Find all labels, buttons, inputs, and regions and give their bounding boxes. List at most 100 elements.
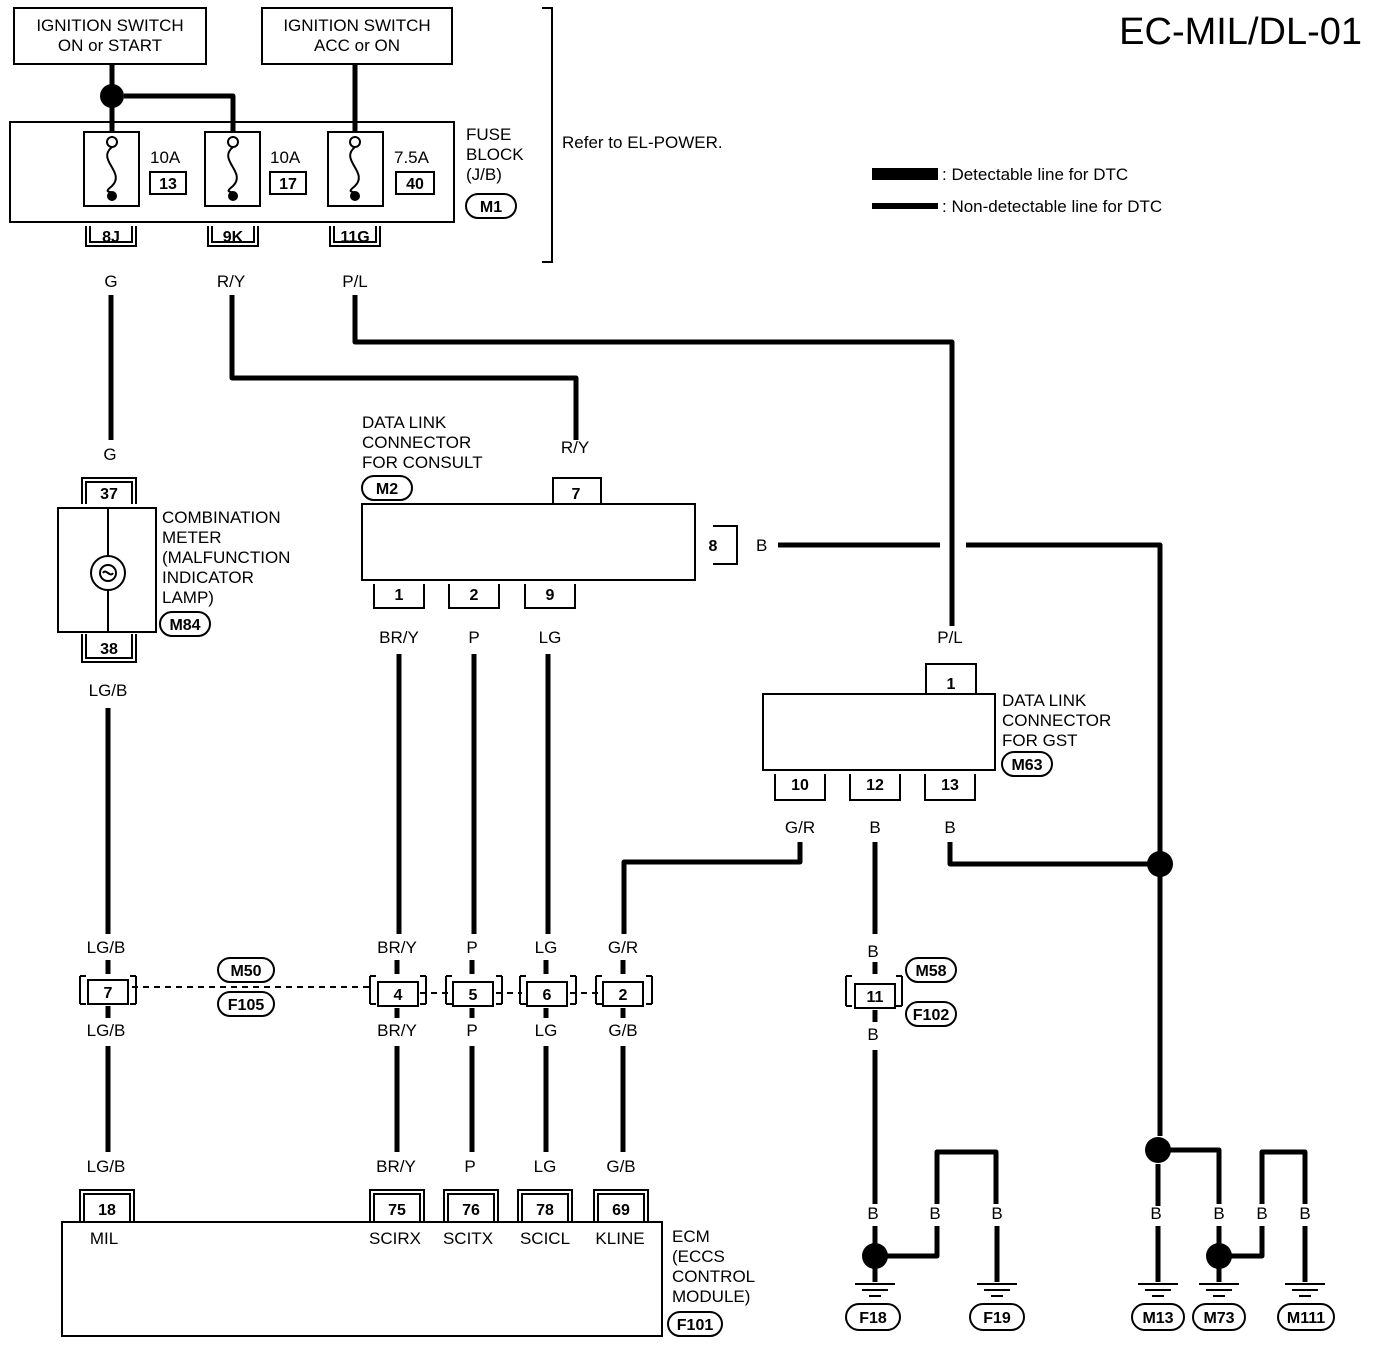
meter-pin-38: 38	[100, 641, 118, 658]
terminal-11g: 11G	[340, 229, 369, 246]
fuse-block-connector: M1	[480, 199, 502, 216]
ecm-signal-scicl: SCICL	[520, 1229, 570, 1248]
ignition-switch-acc-on: IGNITION SWITCH ACC or ON	[261, 7, 453, 65]
m111-wire-b: B	[1299, 1204, 1310, 1223]
ecm-signal-mil: MIL	[90, 1229, 118, 1248]
ground-icon-f18	[855, 1283, 895, 1297]
joint-connector-m50: M50	[230, 963, 261, 980]
ground-f19: F19	[983, 1310, 1011, 1327]
joint-5-wire-above: P	[466, 938, 477, 957]
wire-b13	[947, 842, 1148, 867]
ground-m13: M13	[1142, 1310, 1173, 1327]
fuse-13-amp: 10A	[150, 148, 181, 167]
combination-meter: G 37 38 COMBINATION METER (MALFUNCTION I…	[57, 445, 290, 700]
splice-point-f18	[862, 1243, 888, 1269]
legend-non-detectable: : Non-detectable line for DTC	[942, 197, 1162, 216]
joint-pin-2: 2	[619, 987, 628, 1004]
fuse-40-amp: 7.5A	[394, 148, 430, 167]
ground-m111: M111	[1287, 1310, 1325, 1327]
terminal-8j: 8J	[102, 229, 120, 246]
dlc-gst-label-2: CONNECTOR	[1002, 711, 1111, 730]
fuse-17-number: 17	[279, 176, 297, 193]
fuse-block-label-2: BLOCK	[466, 145, 524, 164]
ecm-label-1: ECM	[672, 1227, 710, 1246]
ign-on-start-line1: IGNITION SWITCH	[36, 16, 183, 35]
joint-7-wire-above: LG/B	[87, 938, 126, 957]
joint-6-wire-above: LG	[535, 938, 558, 957]
dlc-consult-label-1: DATA LINK	[362, 413, 447, 432]
refer-bracket	[542, 7, 553, 263]
wire-b-ground-bus	[966, 542, 1163, 1136]
ecm-signal-scirx: SCIRX	[369, 1229, 421, 1248]
fuse-40-number: 40	[406, 176, 424, 193]
dlc-gst-label-3: FOR GST	[1002, 731, 1078, 750]
fuse-block: 10A 13 10A 17 7.5A 40 FUSE BLOCK (J/B)	[9, 64, 524, 247]
ground-f18: F18	[859, 1310, 887, 1327]
meter-label-1: COMBINATION	[162, 508, 281, 527]
dlc-gst-wire-gr: G/R	[785, 818, 815, 837]
m73-wire-b-1: B	[1213, 1204, 1224, 1223]
dlc-consult: DATA LINK CONNECTOR FOR CONSULT M2 R/Y 7…	[361, 413, 767, 647]
fuse-block-label-1: FUSE	[466, 125, 511, 144]
joint-pin-6: 6	[543, 987, 552, 1004]
m13-wire-b: B	[1150, 1204, 1161, 1223]
wire-ry-top: R/Y	[217, 272, 245, 291]
dlc-gst-wire-b12: B	[869, 818, 880, 837]
ign-acc-on-line2: ACC or ON	[314, 36, 400, 55]
ecm-wire-bry: BR/Y	[376, 1157, 416, 1176]
legend: : Detectable line for DTC : Non-detectab…	[872, 165, 1162, 216]
ground-icon-m111	[1285, 1283, 1325, 1297]
dlc-consult-pin-2: 2	[470, 587, 479, 604]
m73-wire-b-2: B	[1256, 1204, 1267, 1223]
legend-detectable-swatch	[872, 168, 938, 180]
terminal-9k: 9K	[223, 229, 244, 246]
fuse-40: 7.5A 40	[327, 131, 435, 207]
joint-4-wire-above: BR/Y	[377, 938, 417, 957]
meter-label-5: LAMP)	[162, 588, 214, 607]
dlc-gst-wire-b13: B	[944, 818, 955, 837]
legend-detectable: : Detectable line for DTC	[942, 165, 1128, 184]
ecm-pin-75: 75	[388, 1202, 406, 1219]
joint-4-wire-below: BR/Y	[377, 1021, 417, 1040]
splice-point-m73	[1206, 1243, 1232, 1269]
meter-wire-out: LG/B	[89, 681, 128, 700]
fuse-17: 10A 17	[204, 131, 307, 207]
meter-label-2: METER	[162, 528, 222, 547]
ign-acc-on-line1: IGNITION SWITCH	[283, 16, 430, 35]
refer-note: Refer to EL-POWER.	[562, 133, 723, 152]
meter-connector: M84	[169, 617, 200, 634]
joint-2-wire-above: G/R	[608, 938, 638, 957]
joint-connector-m58: M58	[915, 963, 946, 980]
dlc-consult-wire-bry: BR/Y	[379, 628, 419, 647]
dlc-gst-pin-1: 1	[947, 676, 956, 693]
joint-connector-m50-f105: LG/B BR/Y P LG G/R 7 4 5 6 2 M50 F105	[79, 938, 653, 1040]
ecm-wire-gb: G/B	[606, 1157, 635, 1176]
ecm-connector: F101	[677, 1317, 714, 1334]
ecm-wire-p: P	[464, 1157, 475, 1176]
joint-7-wire-below: LG/B	[87, 1021, 126, 1040]
f18-wire-b-1: B	[867, 1204, 878, 1223]
splice-point-2	[1145, 1137, 1171, 1163]
ecm-pin-78: 78	[536, 1202, 554, 1219]
wire-pl	[352, 295, 955, 626]
meter-label-4: INDICATOR	[162, 568, 254, 587]
ecm-signal-scitx: SCITX	[443, 1229, 493, 1248]
wire-gr-upper	[621, 842, 803, 934]
fuse-17-amp: 10A	[270, 148, 301, 167]
dlc-gst-connector: M63	[1011, 757, 1042, 774]
f18-wire-b-2: B	[929, 1204, 940, 1223]
meter-pin-37: 37	[100, 486, 118, 503]
ecm-wire-lgb: LG/B	[87, 1157, 126, 1176]
wire-g-top: G	[104, 272, 117, 291]
joint-2-wire-below: G/B	[608, 1021, 637, 1040]
meter-label-3: (MALFUNCTION	[162, 548, 290, 567]
dlc-gst-pin-12: 12	[866, 777, 884, 794]
wire-ry	[229, 295, 579, 440]
dlc-consult-wire-top: R/Y	[561, 438, 589, 457]
fuse-13-number: 13	[159, 176, 177, 193]
joint-connector-f105: F105	[228, 997, 265, 1014]
fuse-block-label-3: (J/B)	[466, 165, 502, 184]
dlc-consult-wire-lg: LG	[539, 628, 562, 647]
ground-f18-f19: B B B F18 F19	[845, 1149, 1025, 1331]
dlc-gst-wire-top: P/L	[937, 628, 963, 647]
